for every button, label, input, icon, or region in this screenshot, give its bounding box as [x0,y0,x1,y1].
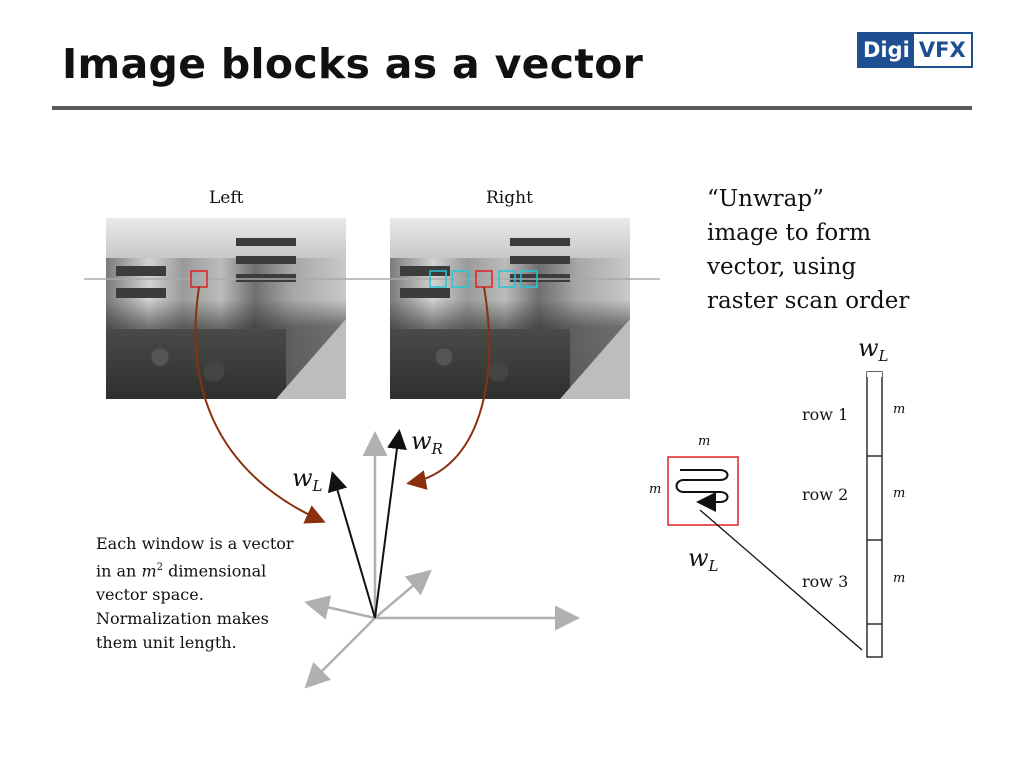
axis-diagonal [375,573,428,618]
w-l-vector [333,475,375,618]
window-m-top: m [698,434,710,449]
w-l-label: wL [292,464,323,495]
w-r-vector [375,433,399,618]
raster-scan-path [677,470,728,502]
column-w-l-label: wL [858,334,889,365]
axis-left [309,603,375,618]
window-m-left: m [649,482,661,497]
axis-down-left [308,618,375,685]
column-vector-cap [867,372,882,377]
row-label: row 3 [802,572,848,591]
row-label: row 1 [802,405,848,424]
row-size: m [893,486,905,501]
row-size: m [893,402,905,417]
row-size: m [893,571,905,586]
row-label: row 2 [802,485,848,504]
column-vector [867,372,882,657]
w-r-label: wR [411,427,443,458]
window-w-l-label: wL [688,544,719,575]
